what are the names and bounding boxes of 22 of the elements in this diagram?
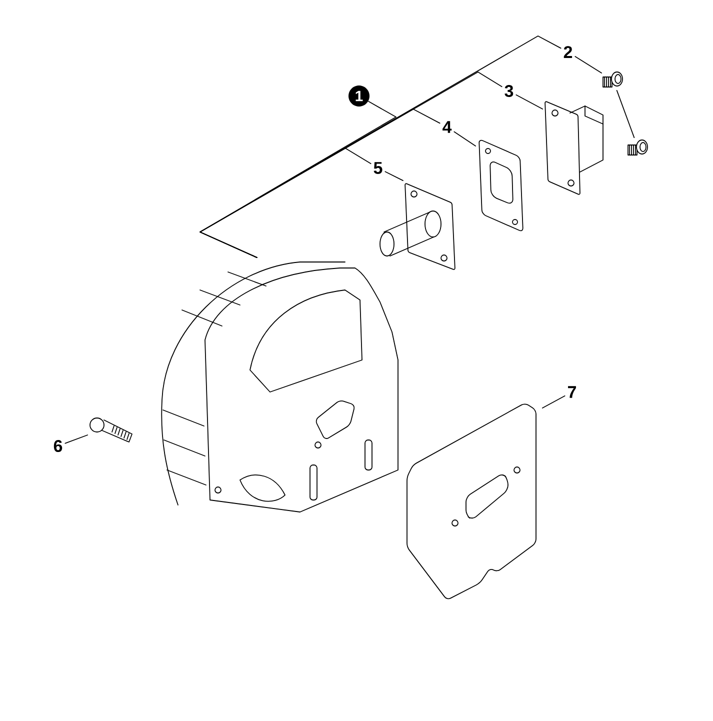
leader-line	[616, 90, 635, 138]
leader-line	[516, 94, 543, 110]
leader-line	[64, 434, 88, 444]
callout-number: 3	[504, 84, 514, 98]
callout-number: 6	[54, 440, 62, 452]
muffler-drawing	[161, 262, 398, 512]
callout-number: 5	[374, 162, 382, 174]
callout-number: 4	[442, 121, 452, 133]
screw-drawing	[602, 72, 623, 88]
leader-line	[574, 56, 602, 74]
bolt-drawing	[90, 418, 132, 442]
pipe-drawing	[380, 183, 456, 270]
leader-line	[384, 171, 404, 181]
callout-number: 2	[564, 46, 572, 58]
callout-number: 7	[568, 386, 576, 398]
leader-line	[200, 148, 372, 258]
leader-line	[454, 131, 476, 146]
cover-drawing	[544, 101, 604, 195]
leader-line	[542, 395, 566, 408]
gasket-drawing	[478, 140, 524, 232]
plate-drawing	[406, 404, 536, 600]
screw-drawing	[628, 140, 648, 156]
